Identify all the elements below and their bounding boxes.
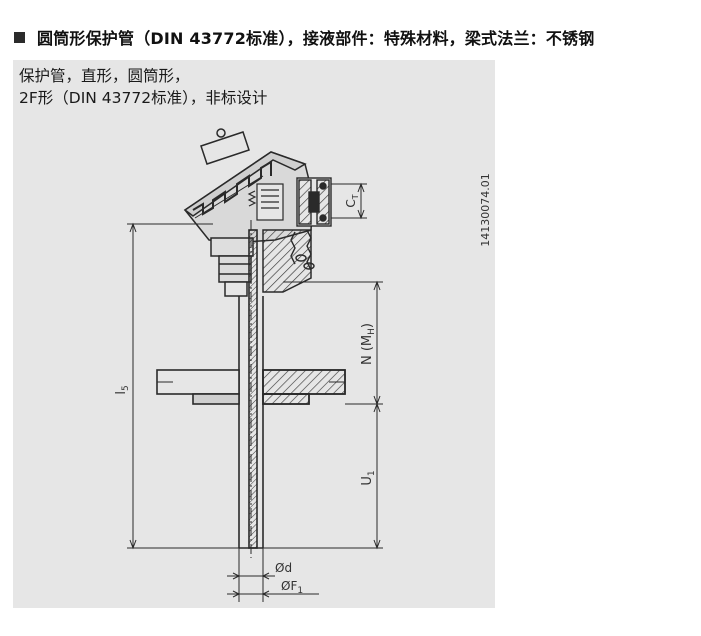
dimension-d: Ød — [275, 561, 292, 575]
figure-panel: 保护管，直形，圆筒形， 2F形（DIN 43772标准），非标设计 141300… — [13, 60, 495, 608]
thermowell-drawing: 14130074.01 — [114, 128, 492, 602]
flange — [156, 369, 346, 405]
dimension-n-mh: N (MH) — [360, 323, 377, 365]
dimension-u1: U1 — [360, 470, 377, 485]
terminal-block — [247, 183, 284, 221]
dimension-ct: CT — [344, 194, 360, 207]
dimension-f1: ØF1 — [281, 579, 303, 596]
drawing-number: 14130074.01 — [479, 173, 492, 246]
head-section — [262, 229, 312, 293]
hex-nut — [218, 255, 252, 297]
section-heading: 圆筒形保护管（DIN 43772标准），接液部件：特殊材料，梁式法兰：不锈钢 — [14, 24, 594, 50]
cable-gland — [296, 177, 332, 227]
figure-caption-line-1: 保护管，直形，圆筒形， — [19, 67, 190, 85]
figure-caption-line-2: 2F形（DIN 43772标准），非标设计 — [19, 89, 268, 107]
dimension-l5: l5 — [114, 385, 131, 394]
dimension-lines — [127, 182, 383, 602]
square-bullet-icon — [14, 31, 25, 43]
thermowell-tube — [238, 220, 264, 558]
section-title: 圆筒形保护管（DIN 43772标准），接液部件：特殊材料，梁式法兰：不锈钢 — [37, 29, 595, 48]
